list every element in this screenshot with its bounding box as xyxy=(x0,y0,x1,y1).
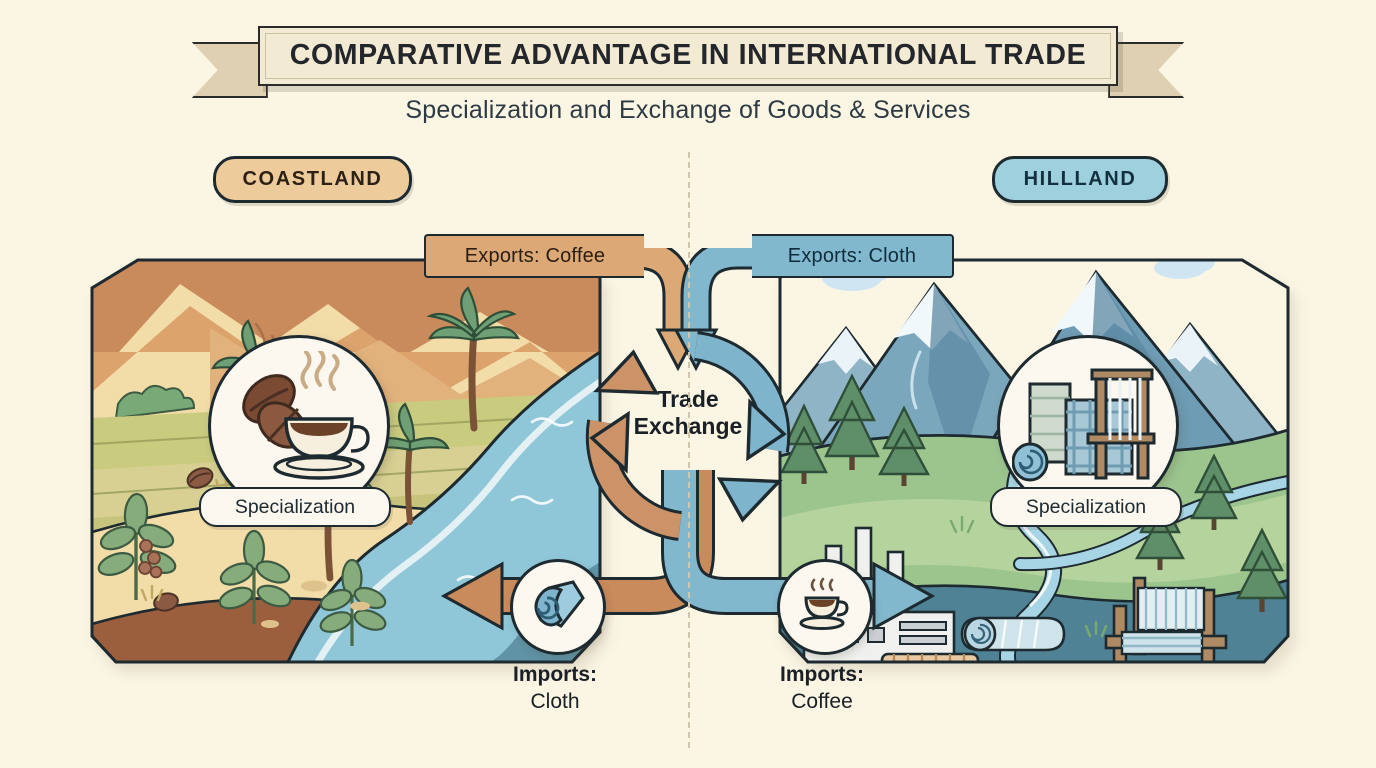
coffee-cup-and-beans-icon xyxy=(242,351,370,480)
import-flow-coffee-arrow xyxy=(661,470,936,631)
import-keyword: Imports: xyxy=(780,663,864,686)
page-subtitle: Specialization and Exchange of Goods & S… xyxy=(405,96,971,124)
region-label-coastland[interactable]: COASTLAND xyxy=(213,156,412,203)
region-divider xyxy=(688,152,690,748)
region-label-hillland[interactable]: HILLLAND xyxy=(992,156,1168,203)
specialization-badge-coastland[interactable] xyxy=(208,335,390,517)
cloth-roll-icon xyxy=(534,580,585,628)
export-banner-cloth[interactable]: Exports: Cloth xyxy=(752,234,954,278)
import-good: Cloth xyxy=(530,689,580,713)
coffee-cup-icon xyxy=(799,577,849,630)
specialization-badge-hillland[interactable] xyxy=(997,335,1179,517)
specialization-label-coastland: Specialization xyxy=(199,487,391,527)
import-good: Coffee xyxy=(791,689,853,713)
import-badge-cloth[interactable] xyxy=(510,559,606,655)
import-keyword: Imports: xyxy=(513,663,597,686)
export-banner-coffee[interactable]: Exports: Coffee xyxy=(424,234,644,278)
trade-exchange-cycle xyxy=(585,331,791,541)
title-banner: COMPARATIVE ADVANTAGE IN INTERNATIONAL T… xyxy=(0,26,1376,98)
import-label-hillland: Imports: Coffee xyxy=(712,662,932,716)
fabric-bolt-icon xyxy=(960,616,1066,652)
import-label-coastland: Imports: Cloth xyxy=(445,662,665,716)
cloth-roll-and-loom-icon xyxy=(1012,368,1156,482)
ribbon-tail-left xyxy=(191,42,268,98)
specialization-label-hillland: Specialization xyxy=(990,487,1182,527)
ribbon-tail-right xyxy=(1108,42,1184,98)
page-title: COMPARATIVE ADVANTAGE IN INTERNATIONAL T… xyxy=(289,39,1087,71)
loom-icon xyxy=(1104,576,1228,662)
import-badge-coffee[interactable] xyxy=(777,559,873,655)
coffee-plant-icon xyxy=(97,492,387,646)
